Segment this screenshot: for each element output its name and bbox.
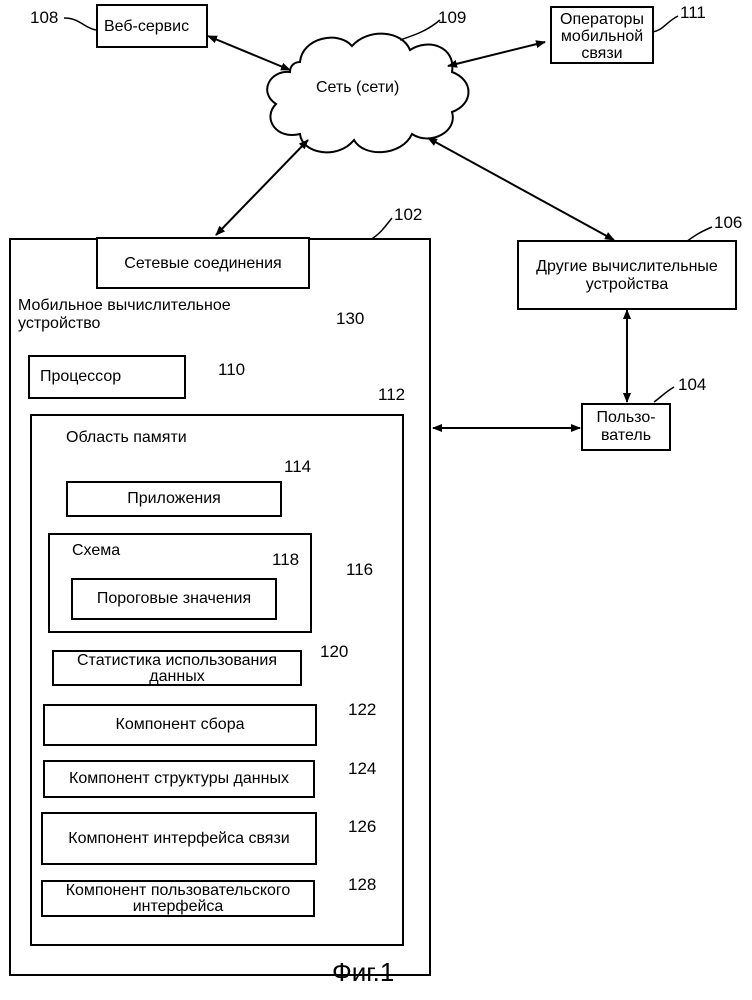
arrow-webservice-network (208, 36, 290, 70)
operators-box: Операторы мобильной связи (550, 6, 654, 64)
arrow-operators-network (448, 42, 545, 66)
other-devices-line2: устройства (519, 276, 735, 294)
ref-130: 130 (336, 310, 364, 328)
ref-102: 102 (394, 206, 422, 224)
comm-interface-component-box: Компонент интерфейса связи (41, 812, 317, 865)
thresholds-box: Пороговые значения (71, 578, 277, 620)
arrow-network-otherdevices (428, 138, 614, 240)
collection-component-box: Компонент сбора (43, 704, 317, 746)
web-service-box: Веб-сервис (96, 4, 208, 48)
mobile-device-line1: Мобильное вычислительное (18, 297, 231, 315)
ui-component-box: Компонент пользовательского интерфейса (41, 880, 315, 917)
ref-109: 109 (438, 9, 466, 27)
network-label: Сеть (сети) (316, 79, 399, 97)
ref-120: 120 (320, 643, 348, 661)
ref-112: 112 (378, 386, 405, 404)
ref-124: 124 (348, 760, 376, 778)
applications-label: Приложения (68, 490, 280, 508)
ui-component-line2: интерфейса (43, 898, 313, 916)
ref-128: 128 (348, 876, 376, 894)
processor-box: Процессор (28, 355, 186, 399)
data-structure-component-box: Компонент структуры данных (43, 760, 315, 798)
ref-111: 111 (680, 4, 706, 22)
ref-126: 126 (348, 818, 376, 836)
ref-104: 104 (678, 376, 706, 394)
ref-122: 122 (348, 701, 376, 719)
collection-component-label: Компонент сбора (45, 716, 315, 734)
ref-110: 110 (218, 361, 245, 379)
ref-108: 108 (30, 9, 58, 27)
data-structure-component-label: Компонент структуры данных (45, 770, 313, 788)
schema-label: Схема (72, 542, 120, 560)
operators-line1: Операторы (552, 11, 652, 29)
memory-label: Область памяти (66, 429, 187, 447)
figure-caption: Фиг.1 (332, 958, 394, 986)
user-box: Пользо- ватель (581, 403, 671, 451)
other-devices-line1: Другие вычислительные (519, 258, 735, 276)
network-connections-label: Сетевые соединения (98, 255, 308, 273)
user-line2: ватель (583, 427, 669, 445)
comm-interface-component-label: Компонент интерфейса связи (43, 830, 315, 848)
ref-118: 118 (272, 551, 299, 569)
usage-stats-line2: данных (54, 668, 300, 686)
usage-stats-box: Статистика использования данных (52, 650, 302, 686)
network-connections-box: Сетевые соединения (96, 237, 310, 289)
ref-116: 116 (346, 561, 373, 579)
operators-line2: мобильной (552, 28, 652, 46)
user-line1: Пользо- (583, 409, 669, 427)
thresholds-label: Пороговые значения (73, 590, 275, 608)
other-devices-box: Другие вычислительные устройства (517, 240, 737, 310)
operators-line3: связи (552, 45, 652, 63)
arrow-network-mobile (216, 140, 308, 235)
ref-106: 106 (714, 214, 742, 232)
mobile-device-line2: устройство (18, 315, 100, 333)
web-service-label: Веб-сервис (104, 18, 189, 36)
applications-box: Приложения (66, 481, 282, 517)
processor-label: Процессор (40, 368, 121, 386)
ref-114: 114 (284, 458, 311, 476)
